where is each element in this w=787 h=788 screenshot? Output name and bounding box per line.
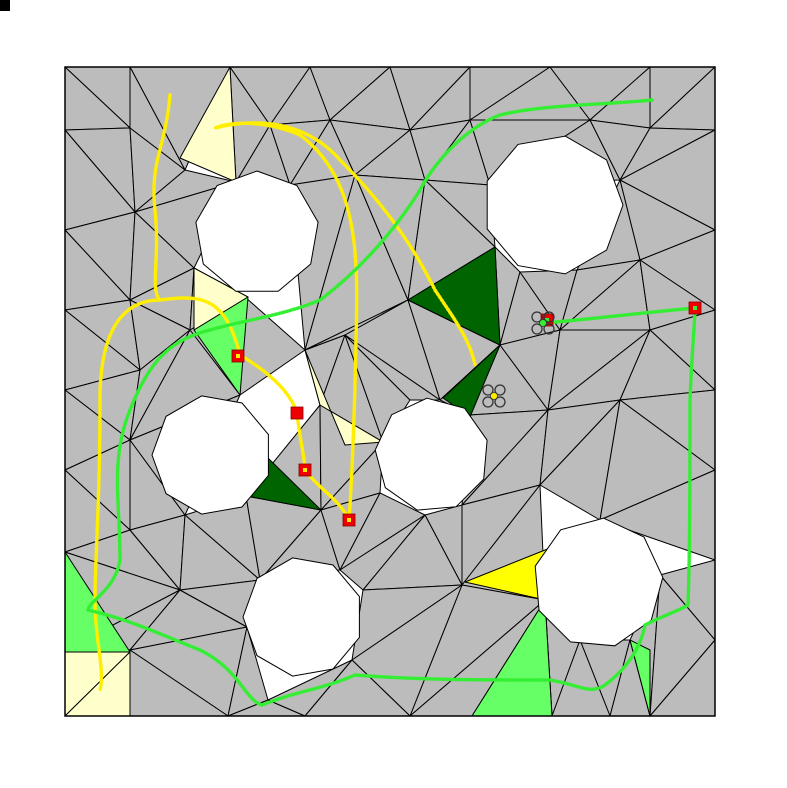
obstacle-polygon — [195, 170, 319, 292]
yellow-trajectory — [213, 121, 477, 522]
obstacles — [151, 135, 664, 677]
quadrotor-robot-icon — [482, 384, 506, 408]
triangle-mesh — [64, 66, 716, 717]
yellow-trajectory — [158, 296, 351, 522]
waypoint-marker-icon — [290, 406, 304, 420]
waypoint-marker-icon — [298, 463, 312, 477]
obstacle-polygon — [486, 135, 624, 275]
waypoint-marker-icon — [231, 349, 245, 363]
waypoint-marker-icon — [688, 301, 702, 315]
obstacle-polygon — [242, 557, 360, 677]
obstacle-polygon — [374, 397, 488, 511]
quadrotor-robot-icon — [531, 311, 555, 335]
corner-marker — [0, 0, 10, 11]
obstacle-polygon — [534, 517, 664, 647]
green-trajectory — [86, 98, 697, 707]
current-cell-green — [407, 246, 501, 346]
workspace-border — [64, 66, 716, 717]
obstacle-polygon — [151, 395, 269, 515]
robot-trajectories — [86, 93, 697, 707]
robots — [482, 311, 555, 408]
waypoint-marker-icon — [342, 513, 356, 527]
